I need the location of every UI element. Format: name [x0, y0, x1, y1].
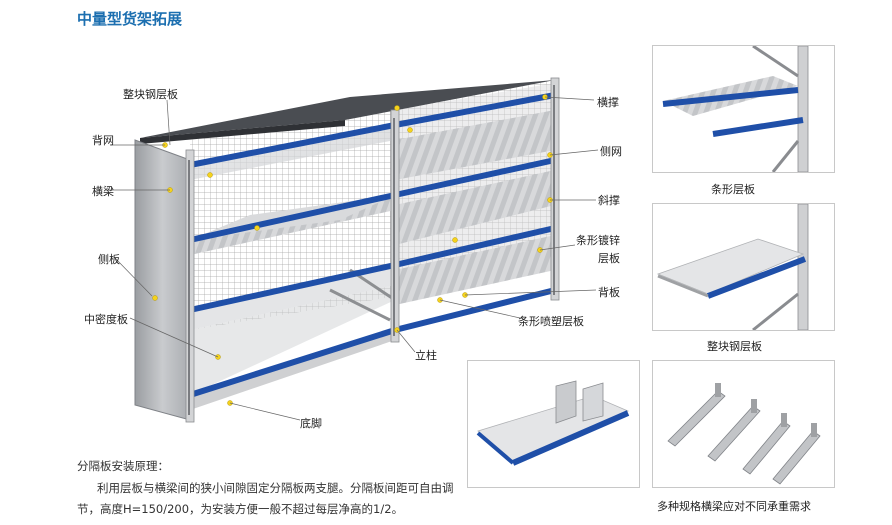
caption-beams: 多种规格横梁应对不同承重需求 [657, 500, 811, 513]
page-title: 中量型货架拓展 [77, 10, 183, 28]
caption-strip-shelf: 条形层板 [711, 183, 755, 196]
label-mdf-panel: 中密度板 [84, 313, 128, 326]
note-heading: 分隔板安装原理： [77, 459, 169, 473]
divider-image [476, 380, 630, 466]
strip-shelf-image [662, 46, 809, 172]
blue-beams [189, 92, 556, 398]
label-back-mesh: 背网 [92, 134, 114, 147]
label-steel-panel-top: 整块钢层板 [123, 88, 178, 101]
note-line-1: 利用层板与横梁间的狭小间隙固定分隔板两支腿。分隔板间距可自由调 [97, 481, 454, 495]
note-line-2: 节，高度H=150/200，为安装方便一般不超过每层净高的1/2。 [77, 502, 404, 516]
label-upright: 立柱 [415, 349, 437, 362]
beams-image [667, 383, 821, 485]
label-beam: 横梁 [92, 185, 114, 198]
label-sprayed-strip: 条形喷塑层板 [518, 315, 584, 328]
panel-divider [467, 360, 640, 488]
panel-strip-shelf [652, 45, 835, 173]
label-back-panel: 背板 [598, 286, 620, 299]
panel-beams [652, 360, 835, 488]
caption-whole-steel: 整块钢层板 [707, 340, 762, 353]
whole-steel-image [656, 204, 809, 330]
side-panel [134, 139, 191, 421]
label-foot: 底脚 [300, 417, 322, 430]
panel-whole-steel [652, 203, 835, 331]
label-galv-strip-2: 层板 [598, 252, 620, 265]
label-cross-brace: 横撑 [597, 96, 619, 109]
top-steel-panel [140, 80, 555, 138]
label-side-panel: 侧板 [98, 253, 120, 266]
label-galv-strip-1: 条形镀锌 [576, 234, 620, 247]
label-diagonal-brace: 斜撑 [598, 194, 620, 207]
label-side-mesh: 侧网 [600, 145, 622, 158]
